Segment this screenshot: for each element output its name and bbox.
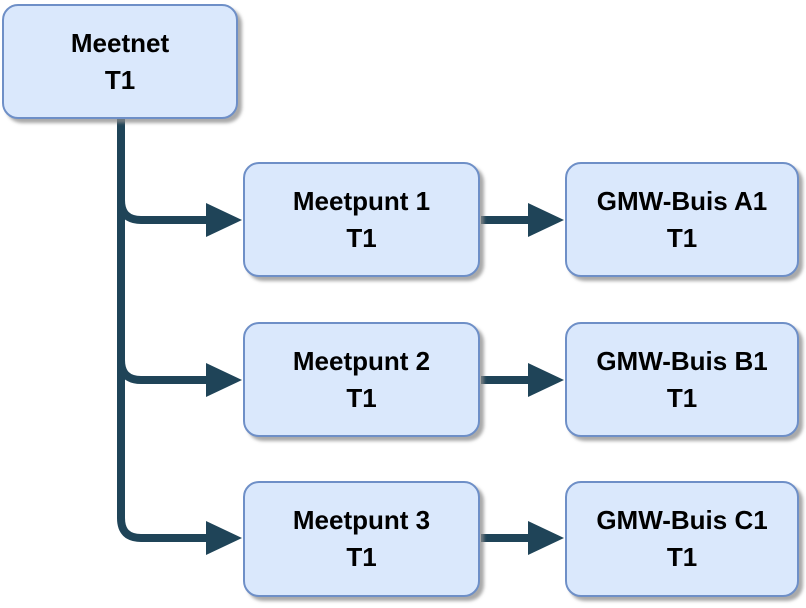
node-meetpunt-3: Meetpunt 3 T1 [243,481,480,597]
edge-line [117,119,206,542]
edge-meetnet-to-meetpunt-3 [117,119,242,555]
node-subtitle: T1 [346,542,377,572]
arrowhead-icon [206,363,242,397]
edge-meetpunt-3-to-gmw-buis-c1 [481,521,564,555]
arrowhead-icon [528,363,564,397]
node-title: GMW-Buis B1 [596,345,768,376]
node-gmw-buis-b1: GMW-Buis B1 T1 [565,322,799,437]
node-subtitle: T1 [666,222,698,253]
node-title: Meetpunt 2 [292,345,431,376]
node-title: GMW-Buis C1 [596,505,768,535]
node-meetpunt-2: Meetpunt 2 T1 [243,322,480,437]
node-gmw-buis-c1: GMW-Buis C1 T1 [565,481,799,597]
node-meetnet: Meetnet T1 [2,4,238,119]
arrowhead-icon [206,203,242,237]
node-meetpunt-1: Meetpunt 1 T1 [243,162,480,277]
edge-meetnet-to-meetpunt-1 [117,199,242,237]
node-title: Meetnet [70,27,170,58]
node-subtitle: T1 [666,542,698,572]
node-gmw-buis-a1: GMW-Buis A1 T1 [565,162,799,277]
node-title: GMW-Buis A1 [596,185,768,216]
arrowhead-icon [528,203,564,237]
edge-meetpunt-2-to-gmw-buis-b1 [481,363,564,397]
node-title: Meetpunt 1 [292,185,431,216]
node-subtitle: T1 [666,382,698,413]
node-subtitle: T1 [346,222,377,253]
arrowhead-icon [206,521,242,555]
node-subtitle: T1 [104,64,136,95]
node-subtitle: T1 [346,382,377,413]
edge-meetnet-to-meetpunt-2 [117,359,242,397]
edge-line [117,199,206,224]
arrowhead-icon [528,521,564,555]
node-title: Meetpunt 3 [292,505,431,535]
edge-meetpunt-1-to-gmw-buis-a1 [481,203,564,237]
edge-line [117,359,206,384]
